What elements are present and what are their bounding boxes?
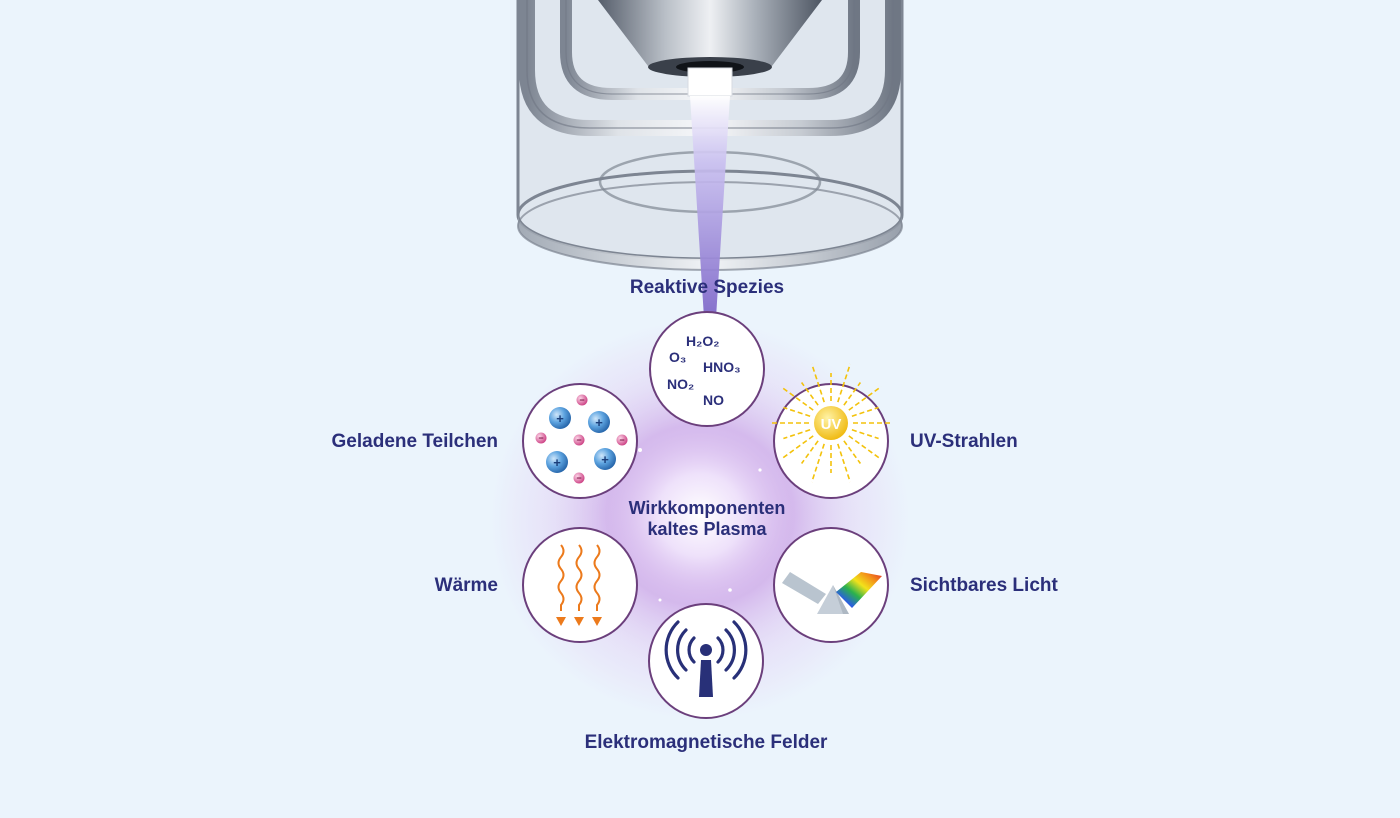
uv-ray (783, 429, 811, 440)
reactive-species-label: Reaktive Spezies (630, 277, 784, 298)
uv-badge: UV (821, 416, 842, 433)
visible-light-node (773, 527, 889, 643)
em-fields-node (648, 603, 764, 719)
chem-no2: NO₂ (667, 376, 694, 392)
ion-plus-2: + (595, 415, 603, 430)
sun-icon (814, 406, 848, 440)
uv-label: UV-Strahlen (910, 431, 1018, 452)
chem-h2o2: H₂O₂ (686, 333, 719, 349)
uv-ray (800, 440, 819, 464)
ion-minus-1: − (579, 395, 584, 405)
uv-ray (800, 382, 819, 406)
uv-ray (848, 435, 882, 461)
charged-particles-node: + + + + − − − − − (522, 383, 638, 499)
uv-ray (843, 440, 862, 464)
center-label-line1: Wirkkomponenten (629, 498, 786, 518)
ion-minus-5: − (619, 435, 624, 445)
uv-ray (780, 435, 814, 461)
uv-rays-icon (769, 363, 893, 483)
center-label-line2: kaltes Plasma (647, 519, 767, 539)
uv-ray (851, 429, 879, 440)
heat-label: Wärme (435, 575, 498, 596)
uv-ray (837, 443, 851, 483)
chem-o3: O₃ (669, 349, 686, 365)
ion-plus-3: + (553, 455, 561, 470)
uv-ray (843, 382, 862, 406)
visible-light-label: Sichtbares Licht (910, 575, 1058, 596)
em-fields-label: Elektromagnetische Felder (585, 732, 828, 753)
uv-ray (811, 443, 825, 483)
uv-ray (837, 363, 851, 403)
chem-hno3: HNO₃ (703, 359, 741, 375)
ion-minus-2: − (538, 433, 543, 443)
ion-minus-4: − (576, 473, 581, 483)
ion-plus-4: + (601, 452, 609, 467)
ion-minus-3: − (576, 435, 581, 445)
antenna-icon (664, 620, 748, 697)
uv-ray (811, 363, 825, 403)
plasma-jet (690, 96, 730, 318)
charged-particles-label: Geladene Teilchen (332, 431, 498, 452)
heat-node (522, 527, 638, 643)
reactive-species-node: H₂O₂ O₃ HNO₃ NO₂ NO (649, 311, 765, 427)
chem-no: NO (703, 392, 724, 408)
charged-particles-icon: + + + + − − − − − (535, 394, 628, 484)
heat-waves-icon (556, 544, 602, 626)
prism-icon (782, 572, 882, 614)
uv-ray (783, 406, 811, 417)
uv-node: UV (769, 363, 893, 499)
uv-ray (848, 385, 882, 411)
ion-plus-1: + (556, 411, 564, 426)
uv-ray (851, 406, 879, 417)
uv-ray (780, 385, 814, 411)
